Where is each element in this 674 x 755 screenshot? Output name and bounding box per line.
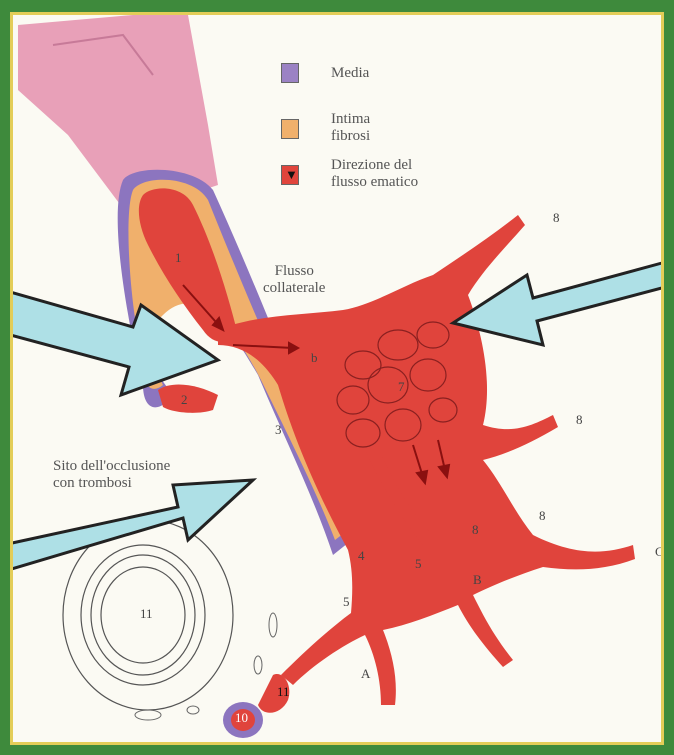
- label-3: 3: [275, 423, 282, 437]
- label-C: C: [655, 545, 664, 559]
- label-8-top: 8: [553, 211, 560, 225]
- label-8-right: 8: [576, 413, 583, 427]
- label-7: 7: [398, 380, 405, 394]
- label-1: 1: [175, 251, 182, 265]
- label-5-right: 5: [415, 557, 422, 571]
- lumen-2: [158, 385, 218, 413]
- scattered-cells: [135, 613, 277, 720]
- legend-swatch-flow: ▼: [281, 165, 299, 185]
- label-b: b: [311, 351, 318, 365]
- collateral-flow-label: Flusso collaterale: [263, 263, 325, 297]
- right-pointer-arrow: [453, 260, 664, 345]
- label-11-cross: 11: [140, 607, 153, 621]
- label-A: A: [361, 667, 370, 681]
- label-8-mid: 8: [472, 523, 479, 537]
- legend-label-media: Media: [331, 65, 369, 82]
- label-4: 4: [358, 549, 365, 563]
- label-10: 10: [235, 711, 248, 725]
- label-2: 2: [181, 393, 188, 407]
- label-B: B: [473, 573, 482, 587]
- diagram-canvas: Media Intima fibrosi ▼ Direzione del flu…: [10, 12, 664, 745]
- label-5-left: 5: [343, 595, 350, 609]
- arrow-down-icon: ▼: [285, 167, 298, 183]
- occlusion-site-label: Sito dell'occlusione con trombosi: [53, 458, 170, 492]
- legend-label-intima: Intima fibrosi: [331, 111, 370, 145]
- legend-swatch-media: [281, 63, 299, 83]
- label-8-lower: 8: [539, 509, 546, 523]
- label-11-vessel: 11: [277, 685, 290, 699]
- legend-label-flow: Direzione del flusso ematico: [331, 157, 418, 191]
- legend-swatch-intima: [281, 119, 299, 139]
